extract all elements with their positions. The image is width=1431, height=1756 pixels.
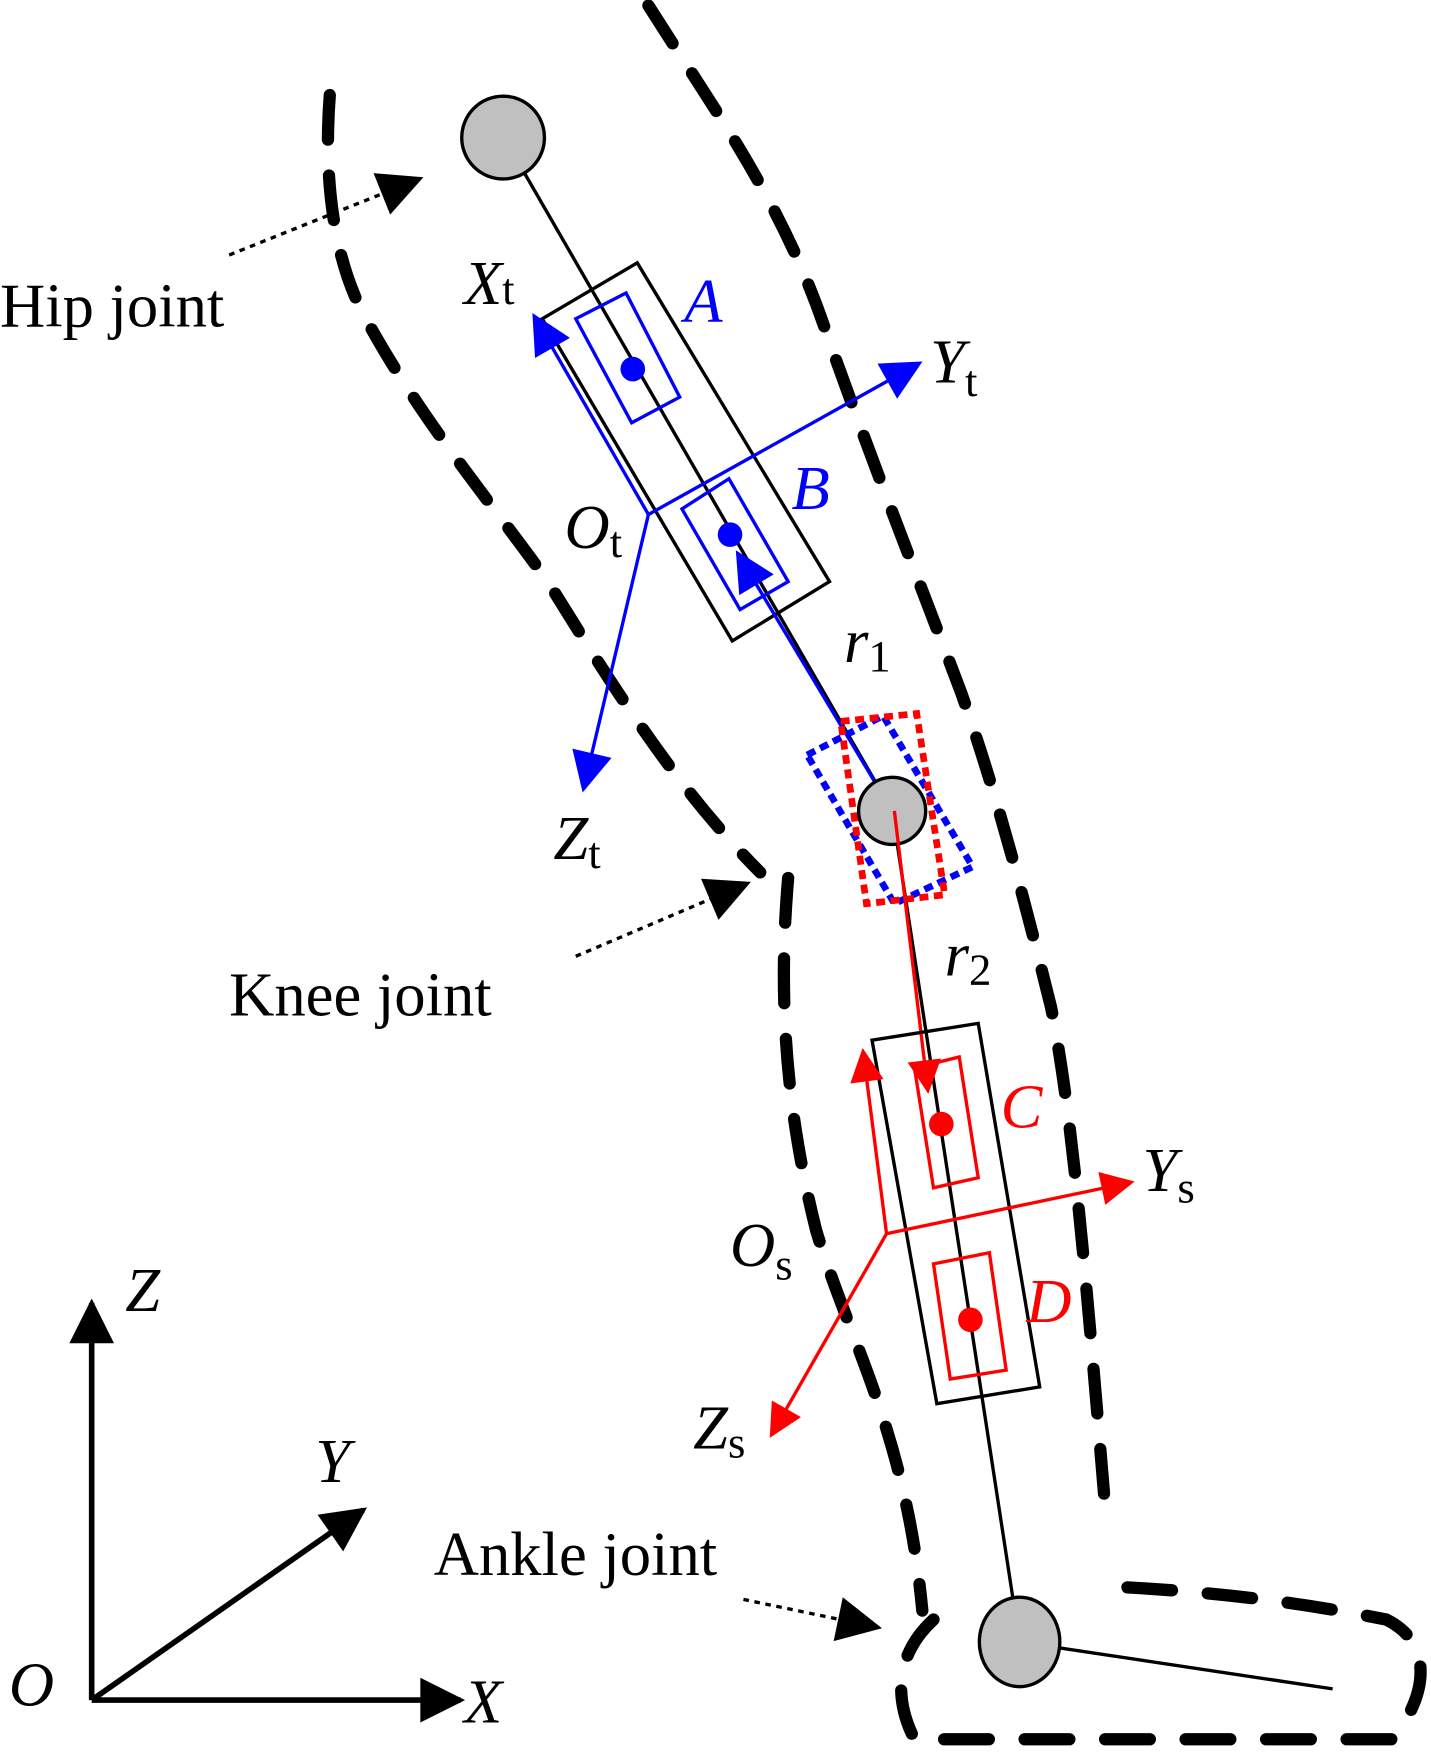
ot-label: Ot <box>565 492 623 567</box>
sensor-c-box <box>912 1054 981 1190</box>
zt-label: Zt <box>553 803 601 878</box>
thigh-sensor-frame <box>539 260 832 644</box>
r2-vector <box>892 810 941 1094</box>
global-z-label: Z <box>125 1255 161 1325</box>
foot-segment <box>1019 1640 1333 1691</box>
global-y-axis <box>90 1507 368 1703</box>
sensor-a-label: A <box>680 266 723 336</box>
sensor-a-box <box>573 290 682 426</box>
sensor-b-dot <box>717 522 743 547</box>
sensor-a-dot <box>620 356 646 382</box>
shank-segment <box>890 810 1022 1643</box>
yt-label: Yt <box>930 327 978 406</box>
xs-axis <box>850 1048 889 1234</box>
r1-vector <box>735 550 894 812</box>
sensor-d-dot <box>958 1307 983 1333</box>
xt-axis <box>532 313 650 516</box>
knee-pointer-arrow <box>575 878 751 958</box>
sensor-c-dot <box>929 1111 954 1137</box>
xt-label: Xt <box>461 248 515 318</box>
os-label: Os <box>730 1210 793 1289</box>
yt-axis <box>647 361 923 516</box>
ys-axis <box>886 1172 1135 1236</box>
thigh-segment <box>503 138 894 812</box>
hip-joint-circle <box>460 94 547 181</box>
label-pointers <box>228 173 882 1642</box>
sensor-d-label: D <box>1025 1266 1071 1336</box>
ankle-joint-label: Ankle joint <box>434 1519 718 1589</box>
sensor-b-box <box>679 476 791 612</box>
sensor-b-label: B <box>792 453 830 523</box>
r1-label: r1 <box>844 606 891 681</box>
sensor-c-label: C <box>1001 1071 1044 1141</box>
shank-axes <box>769 1048 1135 1438</box>
zs-axis <box>769 1232 889 1438</box>
zt-axis <box>572 514 651 793</box>
knee-joint-circle <box>856 775 928 847</box>
ys-label: Ys <box>1143 1135 1195 1212</box>
ankle-pointer-arrow <box>743 1597 882 1642</box>
global-axes <box>69 1298 466 1723</box>
shank-sensor-frame <box>870 1021 1042 1406</box>
zs-label: Zs <box>693 1392 745 1467</box>
r2-label: r2 <box>945 919 992 994</box>
global-x-label: X <box>461 1666 505 1736</box>
knee-joint-label: Knee joint <box>229 960 492 1030</box>
knee-shank-dashed-box <box>836 709 949 908</box>
leg-outline <box>321 0 1427 1746</box>
ankle-joint-circle <box>977 1595 1062 1689</box>
sensor-d-box <box>931 1250 1009 1382</box>
global-origin-label: O <box>9 1650 54 1720</box>
global-y-label: Y <box>315 1426 356 1496</box>
thigh-axes <box>532 313 923 812</box>
hip-pointer-arrow <box>228 173 424 257</box>
hip-joint-label: Hip joint <box>0 271 225 341</box>
